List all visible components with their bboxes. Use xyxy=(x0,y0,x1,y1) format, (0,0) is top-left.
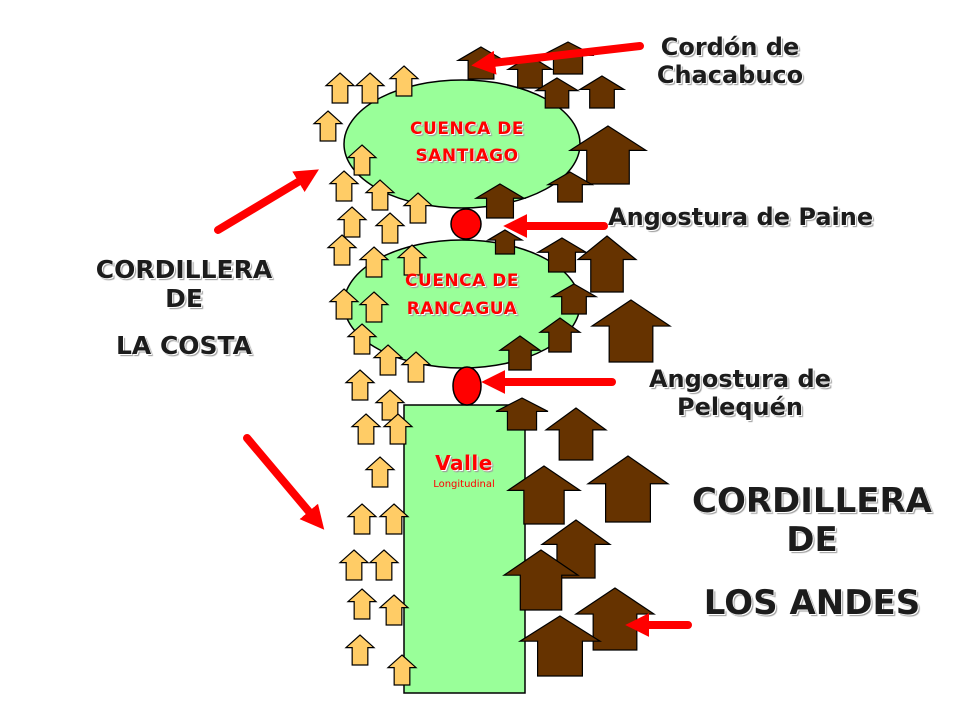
coast-mountain-arrow xyxy=(364,179,396,211)
pelequen-line2: Pelequén xyxy=(677,392,803,421)
coast-mountain-arrow xyxy=(344,634,376,666)
coast-mountain-arrow xyxy=(374,389,406,421)
pelequen-line1: Angostura de xyxy=(648,365,831,393)
coast-mountain-arrow xyxy=(326,234,358,266)
andes-mountain-arrow xyxy=(577,75,627,109)
andes-mountain-arrow xyxy=(544,407,608,461)
andes-mountain-arrow xyxy=(506,465,582,525)
andes-mountain-arrow xyxy=(545,171,595,203)
andes-mountain-arrow xyxy=(533,77,581,109)
andes-mountain-arrow xyxy=(502,549,580,611)
andes-mountain-arrow xyxy=(505,55,555,89)
cuenca-santiago-line2: SANTIAGO xyxy=(415,145,519,166)
andes-line3: LOS ANDES xyxy=(703,583,921,624)
pointer-arrow-costa-lower xyxy=(243,434,325,530)
andes-line1: CORDILLERA xyxy=(692,481,932,521)
valle-title: Valle xyxy=(435,451,493,475)
cordon-line2: Chacabuco xyxy=(656,60,804,89)
coast-mountain-arrow xyxy=(386,654,418,686)
angostura-paine-label: Angostura de Paine xyxy=(608,203,874,232)
coast-mountain-arrow xyxy=(328,170,360,202)
andes-range-arrows xyxy=(455,41,672,677)
coast-mountain-arrow xyxy=(344,369,376,401)
coast-mountain-arrow xyxy=(358,246,390,278)
andes-mountain-arrow xyxy=(495,397,549,431)
cuenca-santiago-label: CUENCA DE SANTIAGO xyxy=(382,119,552,166)
coast-mountain-arrow xyxy=(358,291,390,323)
pointer-arrow-cordon xyxy=(471,42,644,75)
coast-mountain-arrow xyxy=(364,456,396,488)
cordon-chacabuco-label: Cordón de Chacabuco xyxy=(640,33,820,89)
cordillera-costa-label: CORDILLERA DE LA COSTA xyxy=(62,255,306,360)
coast-mountain-arrow xyxy=(374,212,406,244)
cuenca-santiago-line1: CUENCA DE xyxy=(410,119,524,139)
costa-line1: CORDILLERA xyxy=(95,255,273,284)
cordon-line1: Cordón de xyxy=(660,33,800,61)
coast-mountain-arrow xyxy=(396,244,428,276)
andes-mountain-arrow xyxy=(517,615,603,677)
andes-mountain-arrow xyxy=(586,455,670,523)
coast-mountain-arrow xyxy=(346,323,378,355)
paine-text: Angostura de Paine xyxy=(608,203,874,231)
angostura-pelequen-marker xyxy=(452,366,482,406)
valle-longitudinal-area xyxy=(403,404,526,694)
coast-mountain-arrow xyxy=(312,110,344,142)
coast-mountain-arrow xyxy=(378,503,410,535)
coast-mountain-arrow xyxy=(372,344,404,376)
angostura-pelequen-label: Angostura de Pelequén xyxy=(620,365,860,421)
coast-mountain-arrow xyxy=(324,72,356,104)
andes-mountain-arrow xyxy=(590,299,672,363)
coast-mountain-arrow xyxy=(338,549,370,581)
angostura-paine-marker xyxy=(450,208,482,240)
andes-line2: DE xyxy=(786,520,838,561)
valle-label: Valle Longitudinal xyxy=(414,452,514,491)
coast-mountain-arrow xyxy=(378,594,410,626)
coast-mountain-arrow xyxy=(336,206,368,238)
coast-mountain-arrow xyxy=(354,72,386,104)
coast-range-arrows xyxy=(312,65,434,686)
cuenca-rancagua-label: CUENCA DE RANCAGUA xyxy=(377,271,547,319)
coast-mountain-arrow xyxy=(382,413,414,445)
coast-mountain-arrow xyxy=(350,413,382,445)
costa-line3: LA COSTA xyxy=(115,330,253,360)
coast-mountain-arrow xyxy=(402,192,434,224)
andes-mountain-arrow xyxy=(576,235,638,293)
coast-mountain-arrow xyxy=(368,549,400,581)
coast-mountain-arrow xyxy=(346,503,378,535)
andes-mountain-arrow xyxy=(549,283,599,315)
cuenca-rancagua-line1: CUENCA DE xyxy=(405,271,519,291)
andes-mountain-arrow xyxy=(498,335,542,371)
coast-mountain-arrow xyxy=(346,588,378,620)
coast-mountain-arrow xyxy=(400,351,432,383)
andes-mountain-arrow xyxy=(567,125,649,185)
andes-mountain-arrow xyxy=(535,237,589,273)
pointer-arrow-costa-upper xyxy=(214,169,319,234)
coast-mountain-arrow xyxy=(328,288,360,320)
coast-mountain-arrow xyxy=(346,144,378,176)
coast-mountain-arrow xyxy=(388,65,420,97)
cuenca-rancagua-line2: RANCAGUA xyxy=(406,298,518,319)
cordillera-andes-label: CORDILLERA DE LOS ANDES xyxy=(664,481,960,624)
andes-mountain-arrow xyxy=(538,317,582,353)
andes-mountain-arrow xyxy=(473,183,527,219)
costa-line2: DE xyxy=(165,283,203,313)
valle-subtitle: Longitudinal xyxy=(433,479,495,490)
